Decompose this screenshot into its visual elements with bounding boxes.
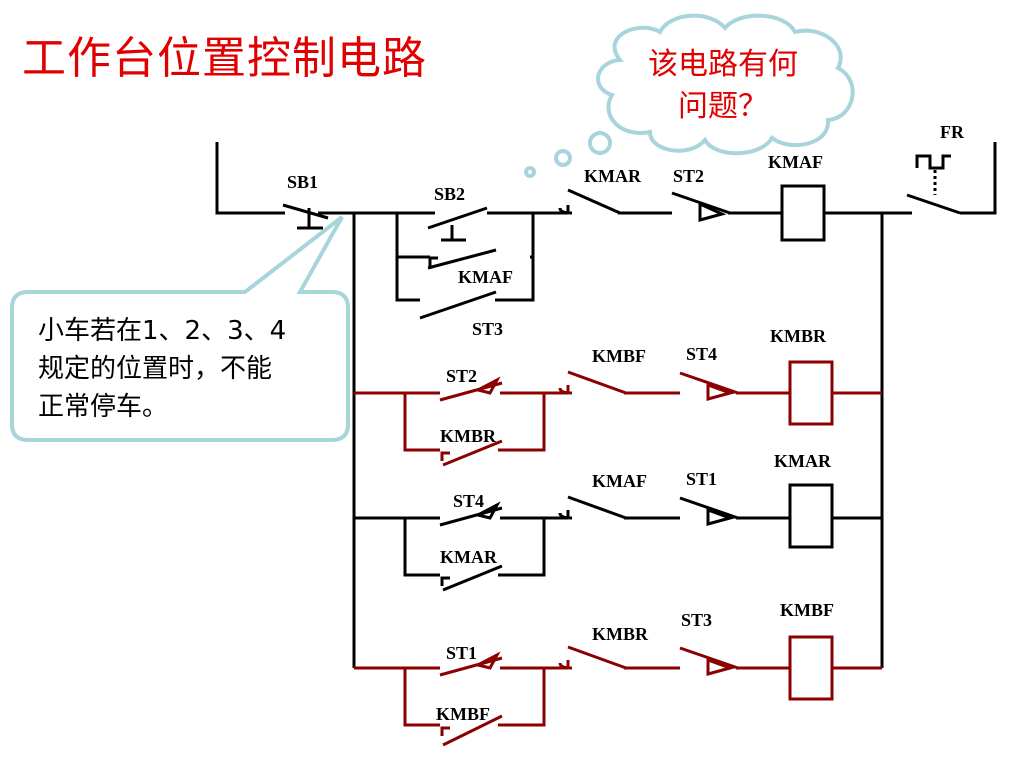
cloud-question-line1: 该电路有何 [648, 47, 798, 82]
callout-bubble [10, 215, 350, 442]
slide-title: 工作台位置控制电路 [22, 33, 427, 84]
label-st3-limit-4: ST3 [681, 610, 712, 630]
red-wiring [354, 360, 882, 747]
label-kmbr-coil: KMBR [770, 326, 827, 346]
label-kmbr-interlock-4: KMBR [592, 624, 649, 644]
label-kmbf-coil: KMBF [780, 600, 834, 620]
label-st2-rung2: ST2 [446, 366, 477, 386]
label-kmbf-hold: KMBF [436, 704, 490, 724]
black-wiring [215, 142, 997, 668]
label-st1-rung4: ST1 [446, 643, 477, 663]
label-sb1: SB1 [287, 172, 318, 192]
label-kmar-coil: KMAR [774, 451, 832, 471]
label-kmaf-interlock-3: KMAF [592, 471, 647, 491]
thought-cloud [524, 13, 855, 178]
callout-text: 小车若在1、2、3、4 规定的位置时，不能 正常停车。 [38, 312, 348, 426]
cloud-question-line2: 问题？ [678, 89, 768, 124]
label-kmbf-interlock-2: KMBF [592, 346, 646, 366]
label-st4-rung3: ST4 [453, 491, 484, 511]
callout-line3: 正常停车。 [38, 392, 169, 422]
cloud-question: 该电路有何 问题？ [618, 44, 828, 128]
callout-line2: 规定的位置时，不能 [38, 354, 273, 384]
label-sb2: SB2 [434, 184, 465, 204]
label-st3-top: ST3 [472, 319, 503, 339]
label-kmaf-hold: KMAF [458, 267, 513, 287]
label-fr: FR [940, 122, 965, 142]
label-st1-limit-3: ST1 [686, 469, 717, 489]
label-st2-limit-1: ST2 [673, 166, 704, 186]
label-kmaf-coil: KMAF [768, 152, 823, 172]
component-labels: FR SB1 SB2 KMAF ST3 KMAR ST2 KMAF ST2 KM… [287, 122, 965, 724]
label-kmar-interlock-1: KMAR [584, 166, 642, 186]
callout-line1: 小车若在1、2、3、4 [38, 316, 287, 346]
label-kmar-hold: KMAR [440, 547, 498, 567]
label-kmbr-hold: KMBR [440, 426, 497, 446]
label-st4-limit-2: ST4 [686, 344, 717, 364]
